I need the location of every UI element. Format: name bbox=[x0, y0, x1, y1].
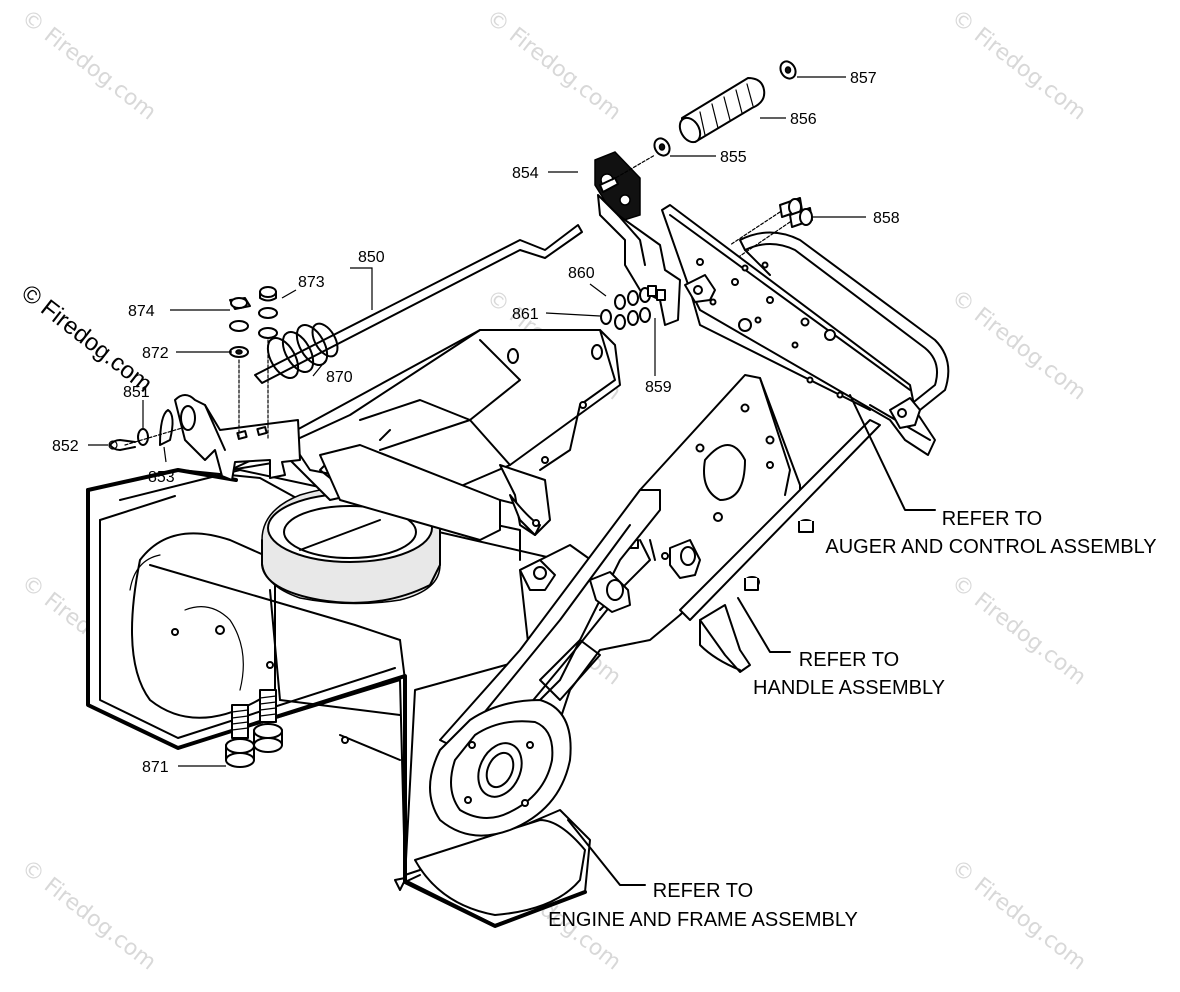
callout-859: 859 bbox=[645, 379, 672, 396]
watermark: © Firedog.com bbox=[16, 855, 160, 975]
spring-870 bbox=[266, 322, 339, 379]
grip-856 bbox=[653, 60, 797, 157]
callout-854: 854 bbox=[512, 165, 539, 182]
callout-855: 855 bbox=[720, 149, 747, 166]
callout-labels: 857 856 855 854 858 860 861 859 850 873 … bbox=[52, 70, 900, 776]
callout-860: 860 bbox=[568, 265, 595, 282]
callout-853: 853 bbox=[148, 469, 175, 486]
reference-leaders bbox=[567, 394, 936, 886]
hardware-left bbox=[108, 286, 278, 451]
hardware-right bbox=[600, 197, 813, 330]
ref-engine-line1: REFER TO bbox=[653, 880, 753, 902]
reference-notes: REFER TO AUGER AND CONTROL ASSEMBLY REFE… bbox=[548, 508, 1156, 931]
callout-873: 873 bbox=[298, 274, 325, 291]
callout-851: 851 bbox=[123, 384, 150, 401]
watermark: © Firedog.com bbox=[946, 5, 1090, 125]
watermark: © Firedog.com bbox=[481, 5, 625, 125]
watermark: © Firedog.com bbox=[946, 570, 1090, 690]
handle-loop bbox=[684, 231, 950, 429]
callout-870: 870 bbox=[326, 369, 353, 386]
ref-auger-line2: AUGER AND CONTROL ASSEMBLY bbox=[825, 536, 1156, 558]
callout-871: 871 bbox=[142, 759, 169, 776]
callout-856: 856 bbox=[790, 111, 817, 128]
handle-mount bbox=[679, 419, 881, 673]
callout-leaders bbox=[88, 76, 866, 767]
left-bracket bbox=[174, 394, 301, 481]
ref-handle-line1: REFER TO bbox=[799, 649, 899, 671]
bolts-871 bbox=[225, 689, 283, 768]
watermark: © Firedog.com bbox=[946, 285, 1090, 405]
callout-861: 861 bbox=[512, 306, 539, 323]
watermark: © Firedog.com bbox=[16, 5, 160, 125]
frame-assembly bbox=[229, 329, 621, 541]
callout-872: 872 bbox=[142, 345, 169, 362]
callout-857: 857 bbox=[850, 70, 877, 87]
callout-858: 858 bbox=[873, 210, 900, 227]
auger-housing bbox=[86, 468, 591, 928]
watermark-prominent: © Firedog.com bbox=[16, 279, 157, 397]
callout-850: 850 bbox=[358, 249, 385, 266]
bearing-hub bbox=[429, 699, 572, 837]
watermark: © Firedog.com bbox=[946, 855, 1090, 975]
callout-874: 874 bbox=[128, 303, 155, 320]
ref-auger-line1: REFER TO bbox=[942, 508, 1042, 530]
ref-engine-line2: ENGINE AND FRAME ASSEMBLY bbox=[548, 909, 858, 931]
callout-852: 852 bbox=[52, 438, 79, 455]
top-bracket-plate bbox=[661, 204, 936, 456]
ref-handle-line2: HANDLE ASSEMBLY bbox=[753, 677, 945, 699]
